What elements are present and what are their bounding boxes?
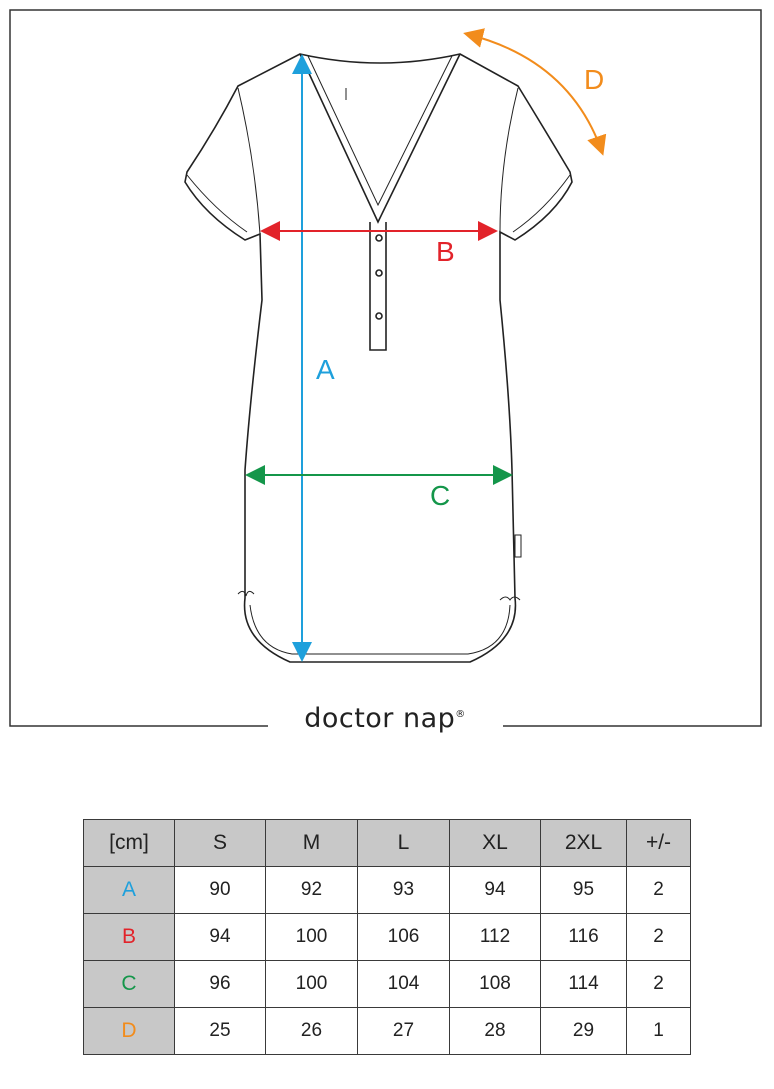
table-cell: 94 (449, 866, 541, 914)
table-cell: 90 (174, 866, 266, 914)
header-size: L (357, 819, 450, 867)
header-size: S (174, 819, 266, 867)
header-unit: [cm] (83, 819, 175, 867)
table-cell: 106 (357, 913, 450, 961)
table-header-row: [cm] S M L XL 2XL +/- (83, 819, 691, 867)
label-d: D (584, 64, 605, 95)
table-cell: 1 (626, 1007, 691, 1055)
table-cell: 29 (540, 1007, 627, 1055)
table-cell: 104 (357, 960, 450, 1008)
measure-arrow-d (463, 28, 607, 156)
header-size: M (265, 819, 358, 867)
table-cell: 116 (540, 913, 627, 961)
header-tolerance: +/- (626, 819, 691, 867)
table-cell: 108 (449, 960, 541, 1008)
label-c: C (430, 480, 451, 511)
table-cell: 100 (265, 913, 358, 961)
table-cell: 114 (540, 960, 627, 1008)
header-size: 2XL (540, 819, 627, 867)
table-cell: 92 (265, 866, 358, 914)
table-cell: 2 (626, 866, 691, 914)
registered-mark: ® (455, 709, 466, 720)
row-label: C (83, 960, 175, 1008)
table-cell: 95 (540, 866, 627, 914)
table-cell: 2 (626, 960, 691, 1008)
table-cell: 27 (357, 1007, 450, 1055)
brand-logo: doctor nap® (270, 703, 500, 734)
nightshirt-outline (184, 53, 573, 663)
row-label: A (83, 866, 175, 914)
brand-name: doctor nap (304, 703, 456, 734)
table-cell: 100 (265, 960, 358, 1008)
table-cell: 112 (449, 913, 541, 961)
table-cell: 94 (174, 913, 266, 961)
table-cell: 28 (449, 1007, 541, 1055)
table-cell: 2 (626, 913, 691, 961)
header-size: XL (449, 819, 541, 867)
table-cell: 93 (357, 866, 450, 914)
label-a: A (316, 354, 335, 385)
row-label: B (83, 913, 175, 961)
row-label: D (83, 1007, 175, 1055)
table-cell: 25 (174, 1007, 266, 1055)
label-b: B (436, 236, 455, 267)
table-cell: 96 (174, 960, 266, 1008)
table-cell: 26 (265, 1007, 358, 1055)
frame-border (9, 9, 762, 727)
